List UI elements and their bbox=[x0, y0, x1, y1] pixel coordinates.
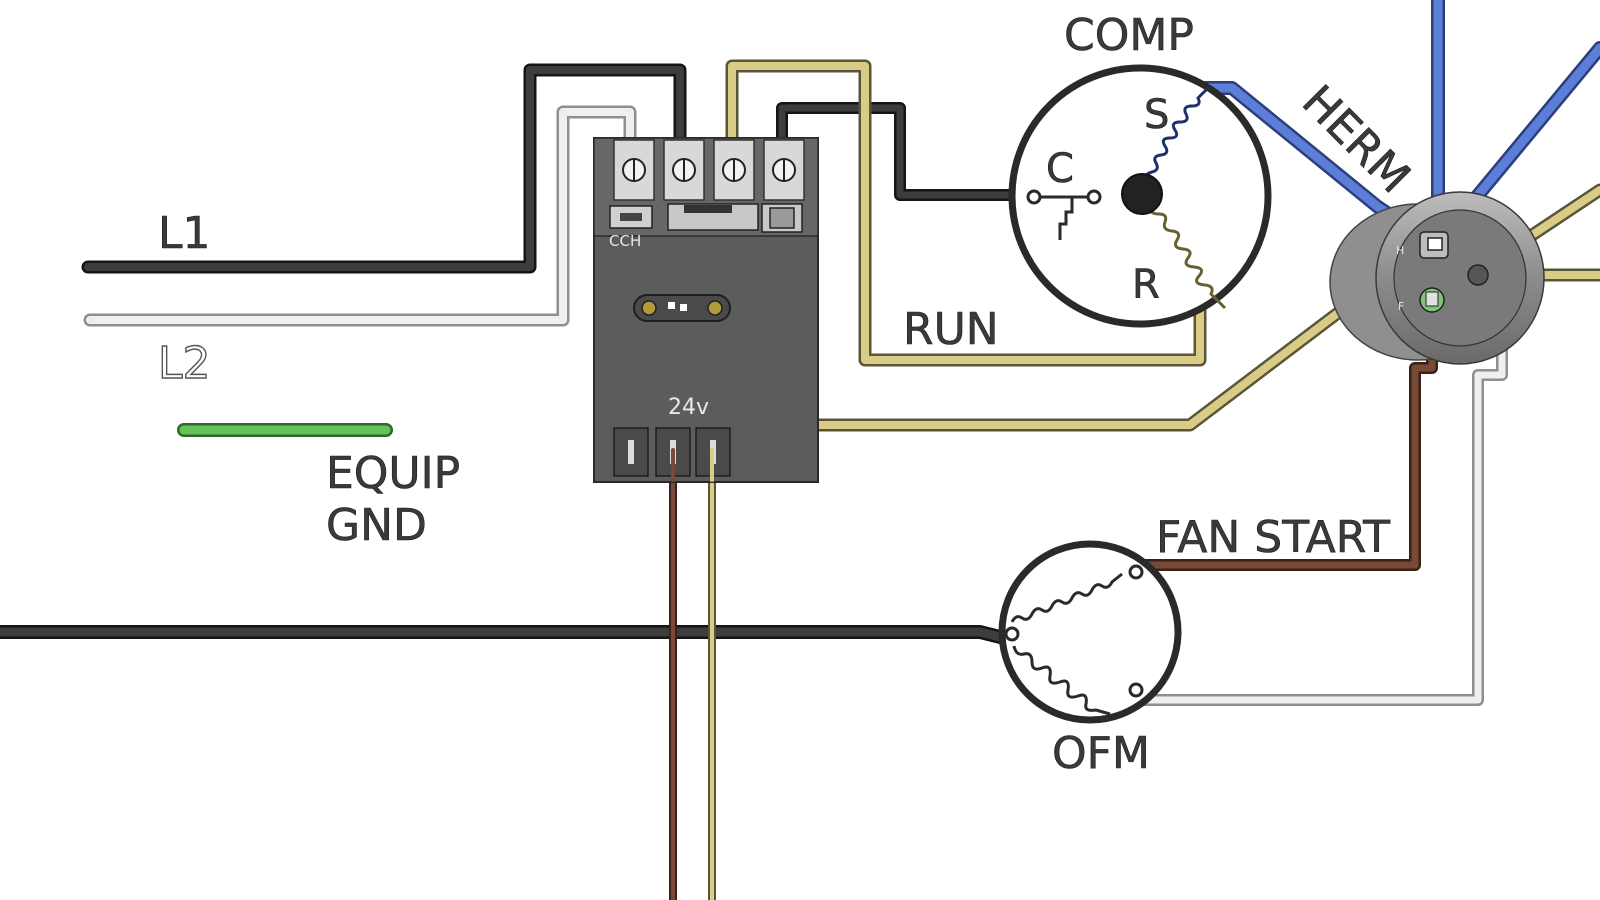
contactor: CCH 24v bbox=[593, 137, 819, 483]
control-wire-tops bbox=[671, 448, 714, 482]
cap-f-label: F bbox=[1398, 300, 1404, 313]
comp-label: COMP bbox=[1064, 10, 1194, 61]
voltage-label: 24v bbox=[668, 395, 709, 420]
ofm-line-wire bbox=[0, 625, 1019, 647]
outdoor-fan-motor bbox=[998, 540, 1182, 724]
compressor-motor: C S R bbox=[1008, 64, 1272, 328]
contactor-terminals bbox=[613, 139, 805, 201]
cap-h-label: H bbox=[1396, 244, 1404, 257]
run-wire bbox=[725, 59, 1207, 367]
gnd-label: GND bbox=[326, 500, 427, 551]
l2-label: L2 bbox=[158, 338, 211, 389]
comp-s-label: S bbox=[1144, 92, 1169, 138]
equip-label: EQUIP bbox=[326, 448, 460, 499]
control-wires bbox=[669, 446, 716, 900]
fan-start-label: FAN START bbox=[1156, 512, 1390, 563]
l2-wire bbox=[83, 105, 637, 327]
ofm-label: OFM bbox=[1052, 728, 1150, 779]
comp-r-label: R bbox=[1132, 262, 1160, 308]
common-wire bbox=[776, 102, 1024, 201]
l1-label: L1 bbox=[158, 208, 211, 259]
run-capacitor: H F bbox=[1329, 191, 1545, 365]
l1-wire bbox=[81, 63, 687, 274]
run-label: RUN bbox=[903, 304, 999, 355]
comp-c-label: C bbox=[1046, 146, 1074, 192]
cch-label: CCH bbox=[609, 232, 641, 250]
